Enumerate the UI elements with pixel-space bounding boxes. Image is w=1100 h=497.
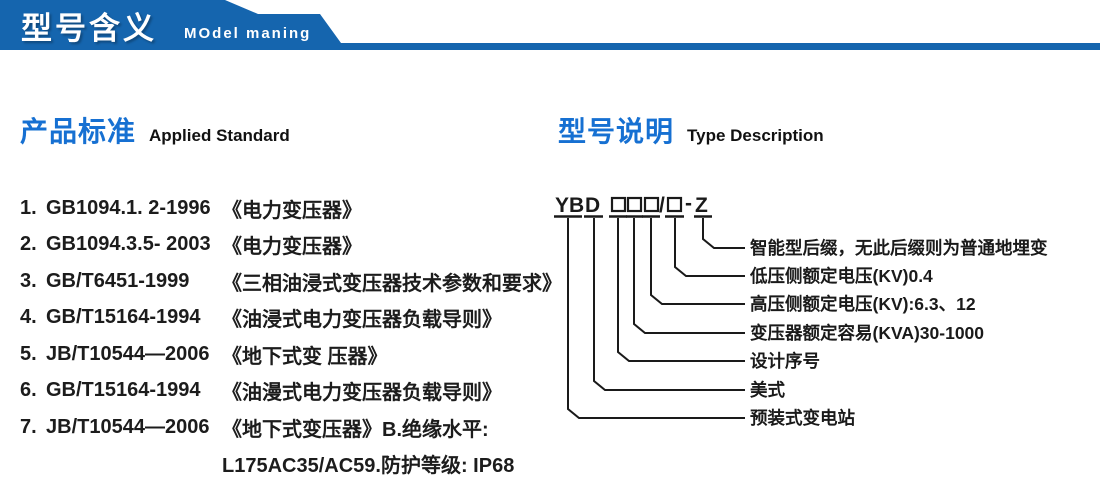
standards-list: 1. GB1094.1. 2-1996 《电力变压器》 2. GB1094.3.… bbox=[20, 190, 562, 483]
code-type-letter: D bbox=[585, 194, 600, 217]
standard-number: 1. bbox=[20, 196, 37, 219]
standard-number: 2. bbox=[20, 233, 37, 256]
type-description-heading-en: Type Description bbox=[687, 126, 824, 145]
standard-item: 4. GB/T15164-1994 《油浸式电力变压器负载导则》 bbox=[20, 300, 550, 337]
standard-number: 4. bbox=[20, 306, 37, 329]
code-placeholder-box-3 bbox=[643, 196, 660, 213]
code-placeholder-box-2 bbox=[626, 196, 643, 213]
standard-title: 《三相油浸式变压器技术参数和要求》 bbox=[222, 272, 562, 295]
code-label-prefab-substation: 预装式变电站 bbox=[750, 408, 855, 428]
standard-number: 5. bbox=[20, 342, 37, 365]
standard-code: GB/T6451-1999 bbox=[46, 269, 190, 292]
standard-item: 6. GB/T15164-1994 《油漫式电力变压器负载导则》 bbox=[20, 373, 550, 410]
code-label-hv-voltage: 高压侧额定电压(KV):6.3、12 bbox=[750, 294, 976, 314]
standard-number: 6. bbox=[20, 379, 37, 402]
header-banner bbox=[0, 0, 1100, 50]
code-slash: / bbox=[659, 194, 665, 217]
standard-code: GB1094.3.5- 2003 bbox=[46, 233, 211, 256]
standard-title: 《电力变压器》 bbox=[222, 236, 362, 259]
code-placeholder-box-1 bbox=[610, 196, 627, 213]
leader-box-3 bbox=[650, 218, 745, 305]
model-code-diagram: YB D / - Z 智能型后缀，无此后 bbox=[552, 186, 1100, 456]
code-placeholder-box-4 bbox=[666, 196, 683, 213]
applied-standard-heading: 产品标准 Applied Standard bbox=[20, 110, 290, 150]
code-label-american-type: 美式 bbox=[750, 380, 785, 400]
standard-item: 5. JB/T10544—2006 《地下式变 压器》 bbox=[20, 336, 550, 373]
standard-code: JB/T10544—2006 bbox=[46, 415, 210, 438]
leader-yb bbox=[567, 218, 745, 419]
standard-title: 《油浸式电力变压器负载导则》 bbox=[222, 309, 502, 332]
standard-code: GB1094.1. 2-1996 bbox=[46, 196, 211, 219]
standard-title: 《油漫式电力变压器负载导则》 bbox=[222, 382, 502, 405]
standard-number: 7. bbox=[20, 415, 37, 438]
standard-title: 《地下式变压器》B.绝缘水平: bbox=[222, 418, 489, 441]
leader-box-1 bbox=[617, 218, 745, 362]
leader-d bbox=[593, 218, 745, 391]
model-code-tree: YB D / - Z 智能型后缀，无此后 bbox=[554, 192, 1048, 428]
leader-z bbox=[702, 218, 745, 249]
code-label-smart-suffix: 智能型后缀，无此后缀则为普通地埋变 bbox=[750, 238, 1048, 258]
leader-box-2 bbox=[633, 218, 745, 334]
standard-item: 7. JB/T10544—2006 《地下式变压器》B.绝缘水平: bbox=[20, 409, 550, 446]
standard-number: 3. bbox=[20, 269, 37, 292]
applied-standard-heading-en: Applied Standard bbox=[149, 126, 290, 145]
page-title: 型号含义 bbox=[21, 11, 157, 46]
standard-code: GB/T15164-1994 bbox=[46, 306, 201, 329]
standard-item: 1. GB1094.1. 2-1996 《电力变压器》 bbox=[20, 190, 550, 227]
leader-box-4 bbox=[674, 218, 745, 277]
standard-item: 2. GB1094.3.5- 2003 《电力变压器》 bbox=[20, 227, 550, 264]
code-prefix: YB bbox=[555, 194, 584, 217]
standard-code: JB/T10544—2006 bbox=[46, 342, 210, 365]
type-description-heading: 型号说明 Type Description bbox=[558, 110, 824, 150]
standard-item-continuation: L175AC35/AC59.防护等级: IP68 bbox=[20, 446, 550, 483]
code-label-design-serial: 设计序号 bbox=[750, 351, 820, 371]
code-dash: - bbox=[685, 192, 692, 215]
standard-item: 3. GB/T6451-1999 《三相油浸式变压器技术参数和要求》 bbox=[20, 263, 562, 300]
page-subtitle: MOdel maning bbox=[184, 25, 312, 42]
standard-code: GB/T15164-1994 bbox=[46, 379, 201, 402]
standard-title-continuation: L175AC35/AC59.防护等级: IP68 bbox=[222, 455, 515, 478]
code-label-rated-capacity: 变压器额定容易(KVA)30-1000 bbox=[750, 323, 984, 343]
applied-standard-heading-cn: 产品标准 bbox=[20, 116, 137, 147]
standard-title: 《电力变压器》 bbox=[222, 199, 362, 222]
standard-title: 《地下式变 压器》 bbox=[222, 345, 388, 368]
code-label-lv-voltage: 低压侧额定电压(KV)0.4 bbox=[749, 266, 933, 286]
code-suffix: Z bbox=[695, 194, 708, 217]
type-description-heading-cn: 型号说明 bbox=[558, 116, 675, 147]
